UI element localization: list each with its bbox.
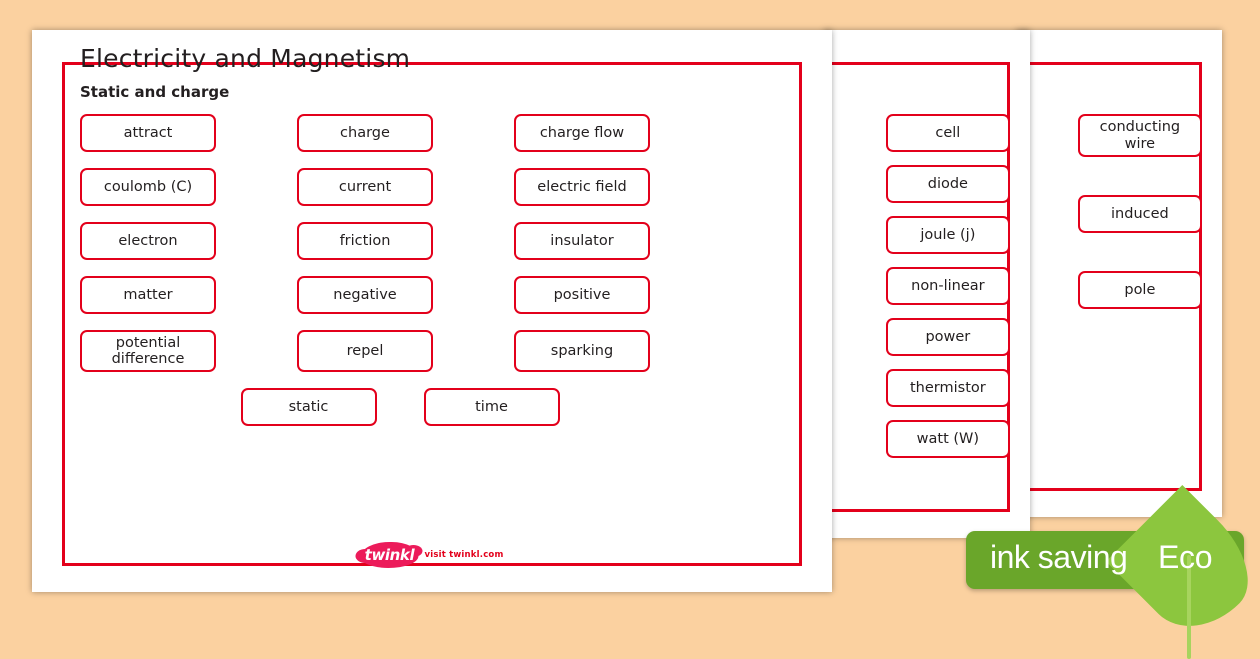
- word-card[interactable]: joule (j): [885, 216, 1010, 254]
- word-card[interactable]: diode: [885, 165, 1010, 203]
- page-title: Electricity and Magnetism: [80, 44, 411, 73]
- card-row: coulomb (C) current electric field: [80, 168, 720, 206]
- word-card[interactable]: cell: [885, 114, 1010, 152]
- word-card-electric-field[interactable]: electric field: [514, 168, 650, 206]
- word-card[interactable]: power: [885, 318, 1010, 356]
- word-card-positive[interactable]: positive: [514, 276, 650, 314]
- ink-saving-label: ink saving: [990, 539, 1128, 575]
- card-row: pole: [462, 271, 1202, 310]
- card-row: induced: [462, 195, 1202, 234]
- worksheet-page-2[interactable]: cell diode joule (j) non-linear power: [270, 30, 1030, 538]
- word-card-electron[interactable]: electron: [80, 222, 216, 260]
- twinkl-logo[interactable]: twinkl visit twinkl.com: [355, 542, 504, 568]
- card-row: matter negative positive: [80, 276, 720, 314]
- word-card-matter[interactable]: matter: [80, 276, 216, 314]
- worksheet-page-1[interactable]: Electricity and Magnetism Static and cha…: [32, 30, 832, 592]
- card-row: conducting wire: [462, 114, 1202, 158]
- ink-saving-eco-badge: ink saving Eco: [966, 484, 1260, 659]
- card-row: attract charge charge flow: [80, 114, 720, 152]
- word-card[interactable]: conducting wire: [1077, 114, 1202, 158]
- twinkl-tagline: visit twinkl.com: [424, 550, 504, 560]
- word-card-static[interactable]: static: [240, 388, 377, 427]
- word-card-insulator[interactable]: insulator: [514, 222, 650, 260]
- word-card-grid: attract charge charge flow coulomb (C) c…: [80, 114, 720, 442]
- twinkl-brand-label: twinkl: [364, 546, 415, 564]
- word-card[interactable]: induced: [1077, 195, 1202, 234]
- page-1-red-frame: [62, 62, 802, 566]
- word-card[interactable]: thermistor: [885, 369, 1010, 407]
- leaf-stem-icon: [1187, 555, 1191, 659]
- word-card[interactable]: non-linear: [885, 267, 1010, 305]
- word-card-charge-flow[interactable]: charge flow: [514, 114, 650, 152]
- word-card-attract[interactable]: attract: [80, 114, 216, 152]
- word-card-current[interactable]: current: [297, 168, 433, 206]
- word-card-negative[interactable]: negative: [297, 276, 433, 314]
- twinkl-blob-icon: twinkl: [355, 542, 423, 568]
- card-row: static time: [80, 388, 720, 427]
- word-card[interactable]: watt (W): [885, 420, 1010, 458]
- card-row: electron friction insulator: [80, 222, 720, 260]
- word-card-coulomb[interactable]: coulomb (C): [80, 168, 216, 206]
- word-card[interactable]: pole: [1077, 271, 1202, 310]
- word-card-potential-difference[interactable]: potential difference: [80, 330, 216, 373]
- page-subtitle: Static and charge: [80, 83, 230, 101]
- card-row: potential difference repel sparking: [80, 330, 720, 373]
- worksheet-page-3[interactable]: conducting wire induced pole: [462, 30, 1222, 517]
- word-card-charge[interactable]: charge: [297, 114, 433, 152]
- word-card-time[interactable]: time: [423, 388, 560, 427]
- word-card-sparking[interactable]: sparking: [514, 330, 650, 373]
- word-card-repel[interactable]: repel: [297, 330, 433, 373]
- word-card-friction[interactable]: friction: [297, 222, 433, 260]
- eco-label: Eco: [1158, 539, 1213, 575]
